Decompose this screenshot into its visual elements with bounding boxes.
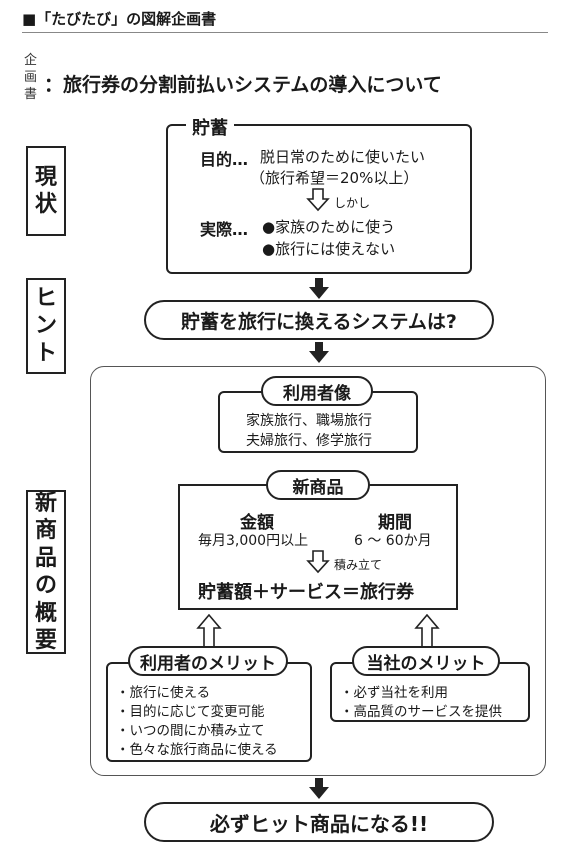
hollow-up-arrow-icon	[196, 614, 222, 648]
purpose-note: （旅行希望＝20%以上）	[250, 169, 419, 187]
overview-container	[90, 366, 546, 776]
period-label: 期間	[378, 513, 412, 533]
user-merits-title: 利用者のメリット	[128, 646, 288, 676]
section-label-overview: 新商品 の概要	[26, 490, 66, 654]
users-line: 家族旅行、職場旅行	[246, 413, 372, 429]
plan-label: 企 画 書	[24, 53, 38, 102]
result-box: 必ずヒット商品になる!!	[144, 802, 494, 842]
down-arrow-icon	[309, 278, 329, 299]
user-merits-box	[106, 662, 312, 762]
reality-item: ●家族のために使う	[262, 218, 396, 236]
product-title: 新商品	[266, 470, 370, 500]
section-label-current: 現状	[26, 146, 66, 236]
savings-title: 貯蓄	[186, 114, 234, 140]
amount-label: 金額	[240, 513, 274, 533]
header-rule	[22, 32, 548, 33]
reality-label: 実際…	[200, 220, 249, 239]
purpose-text: 脱日常のために使いたい	[260, 148, 426, 166]
user-merit-item: ・いつの間にか積み立て	[116, 723, 265, 739]
period-value: 6 〜 60か月	[354, 533, 432, 549]
company-merit-item: ・高品質のサービスを提供	[340, 704, 502, 720]
hollow-down-arrow-icon	[306, 188, 330, 212]
user-merit-item: ・色々な旅行商品に使える	[116, 742, 278, 758]
reality-item: ●旅行には使えない	[262, 240, 396, 258]
company-merits-title: 当社のメリット	[352, 646, 500, 676]
amount-value: 毎月3,000円以上	[198, 533, 309, 549]
users-line: 夫婦旅行、修学旅行	[246, 433, 372, 449]
down-arrow-icon	[309, 778, 329, 799]
company-merit-item: ・必ず当社を利用	[340, 685, 448, 701]
section-label-hint: ヒント	[26, 278, 66, 374]
user-merit-item: ・目的に応じて変更可能	[116, 704, 265, 720]
plan-title: ：旅行券の分割前払いシステムの導入について	[44, 74, 442, 96]
down-arrow-icon	[309, 342, 329, 363]
product-formula: 貯蓄額＋サービス＝旅行券	[198, 582, 414, 603]
user-merit-item: ・旅行に使える	[116, 685, 211, 701]
purpose-label: 目的…	[200, 150, 249, 169]
product-connector: 積み立て	[334, 558, 383, 572]
users-title: 利用者像	[261, 376, 373, 406]
hollow-down-arrow-icon	[306, 550, 330, 574]
header-title: ■「たびたび」の図解企画書	[22, 10, 217, 28]
product-box	[178, 484, 458, 610]
hint-box: 貯蓄を旅行に換えるシステムは?	[144, 300, 494, 340]
savings-connector: しかし	[334, 196, 371, 210]
hollow-up-arrow-icon	[414, 614, 440, 648]
